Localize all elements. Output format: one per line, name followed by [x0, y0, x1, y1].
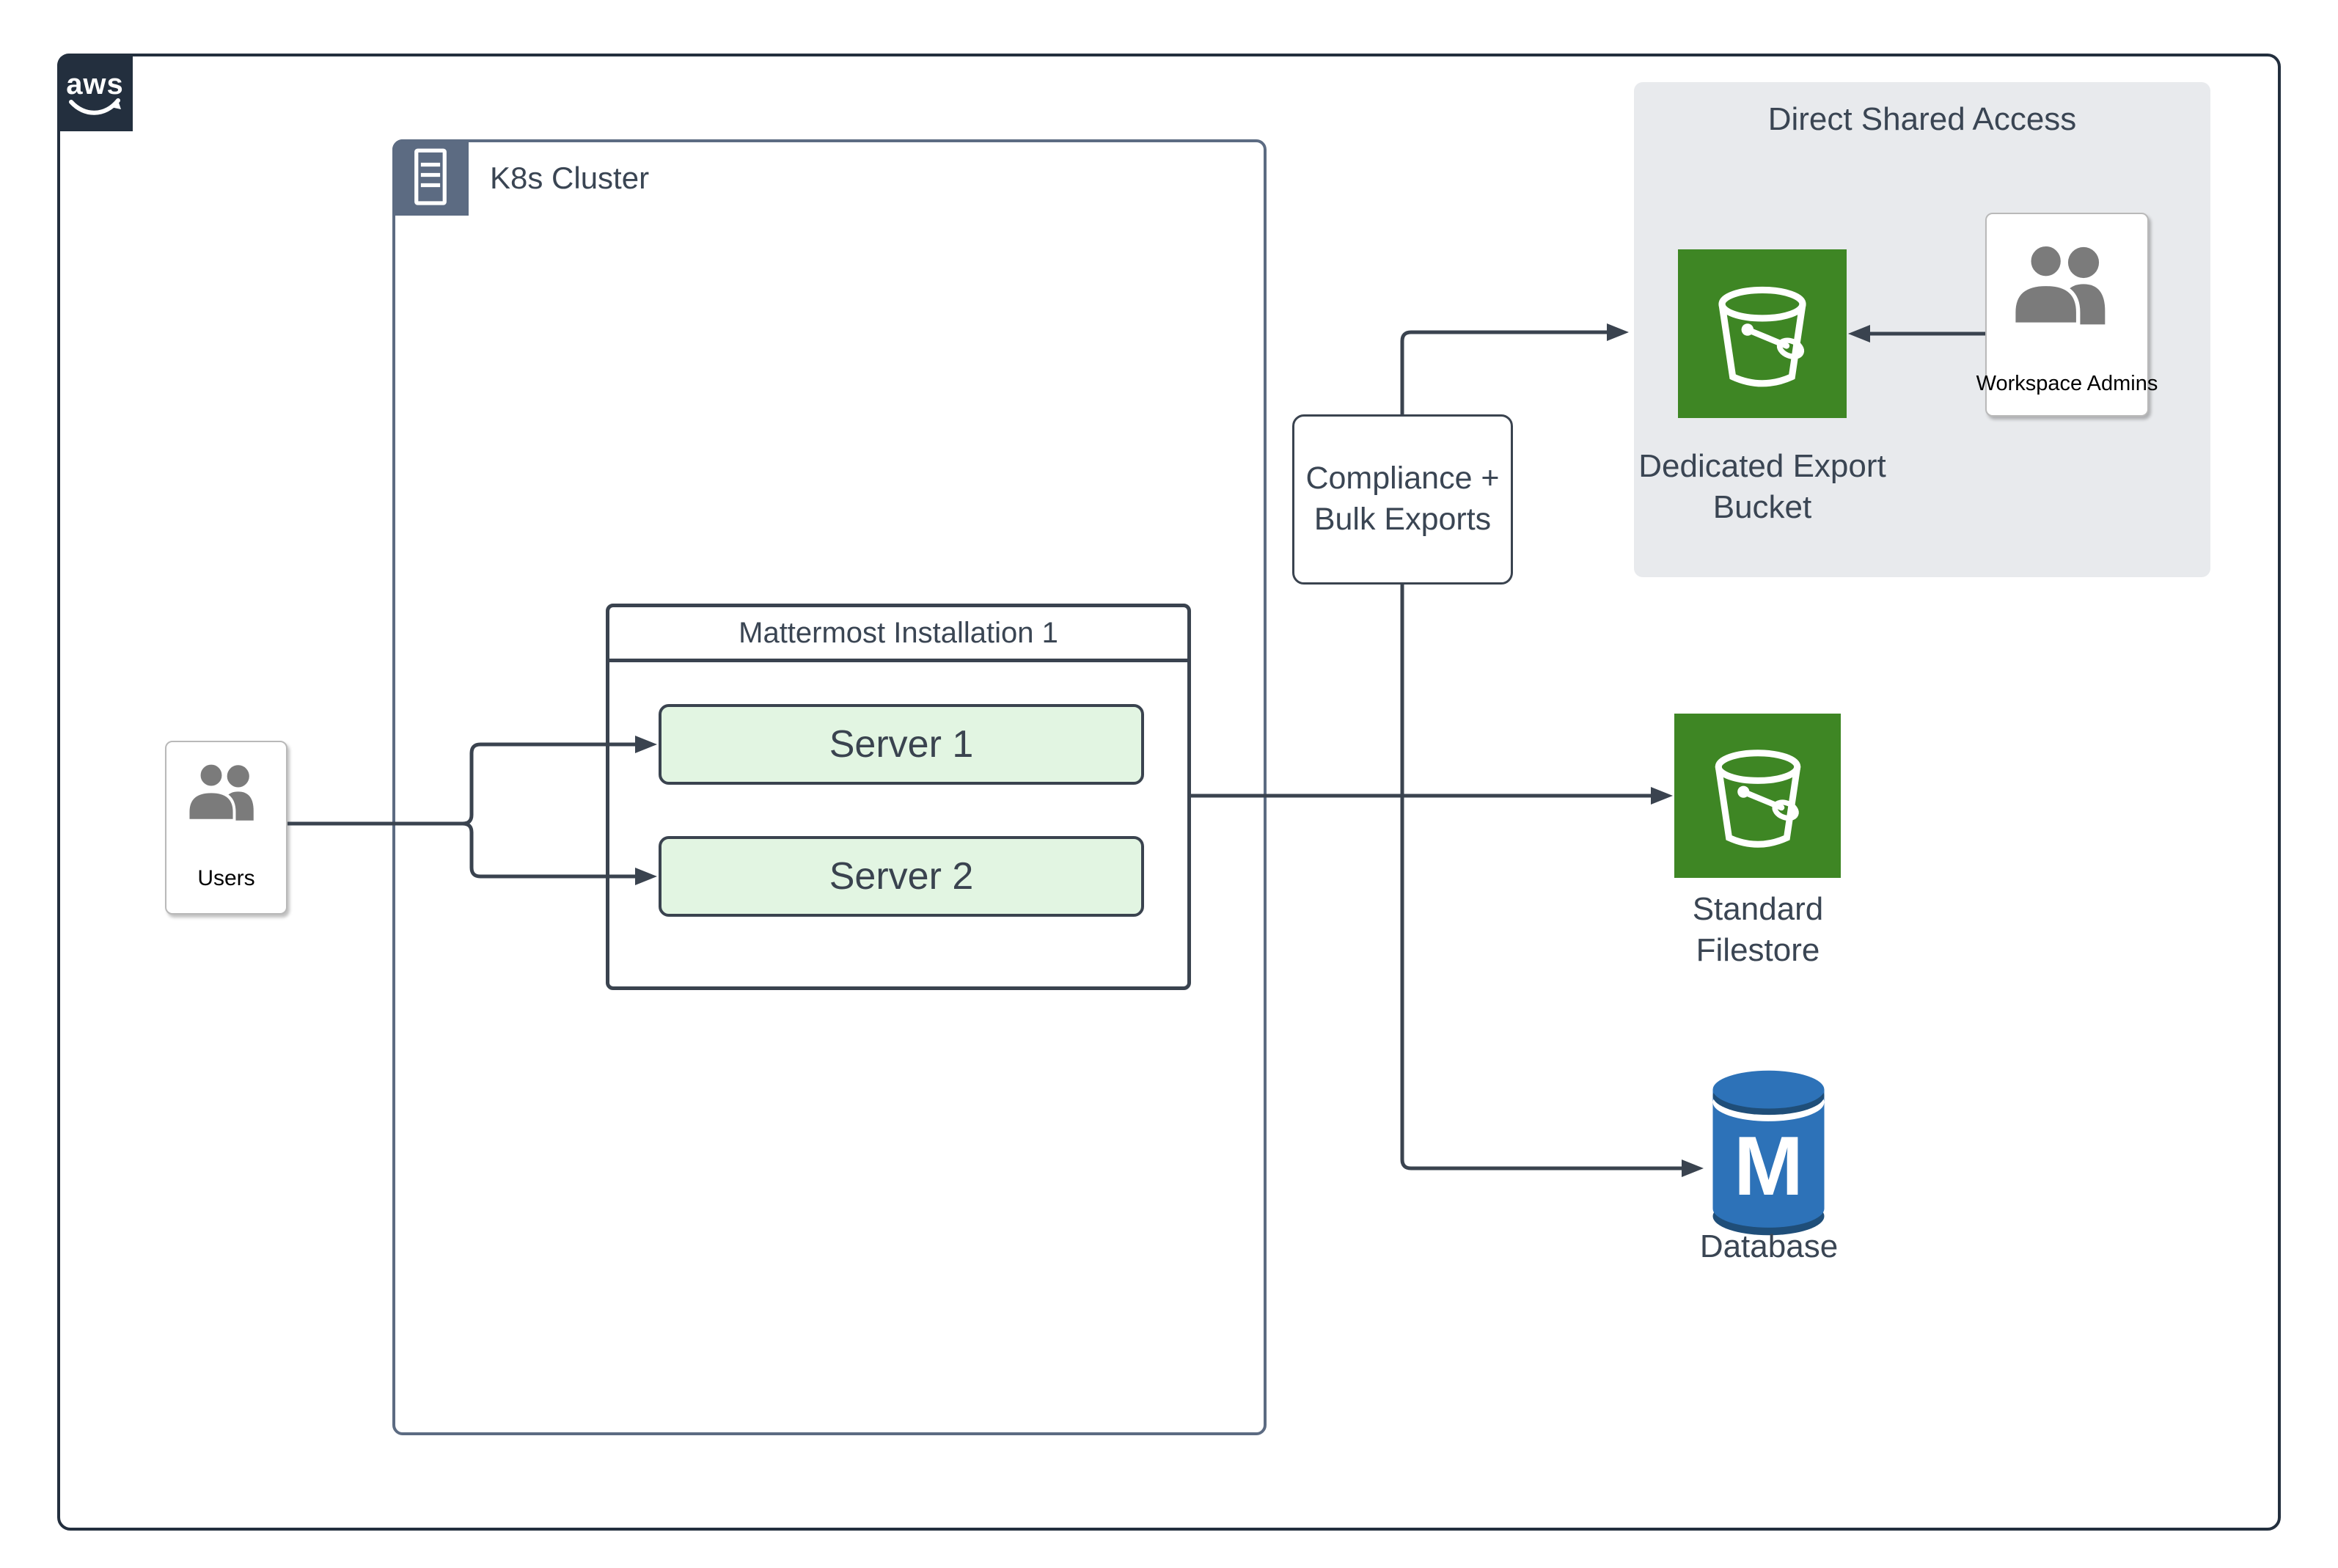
server-2-node: Server 2: [659, 836, 1144, 917]
workspace-admins-card: Workspace Admins: [1976, 213, 2158, 417]
compliance-label-line2: Bulk Exports: [1313, 502, 1492, 537]
workspace-admins-label: Workspace Admins: [1976, 372, 2158, 395]
aws-logo: aws: [57, 54, 133, 131]
k8s-cluster-label: K8s Cluster: [490, 161, 650, 195]
compliance-label-line1: Compliance +: [1305, 461, 1500, 497]
s3-bucket-icon: [1715, 750, 1800, 848]
dedicated-export-bucket-tile: [1678, 249, 1847, 418]
server-rack-icon: [414, 148, 447, 205]
database-label: Database: [1699, 1228, 1839, 1264]
server-1-node: Server 1: [659, 704, 1144, 785]
database-cylinder-icon: M: [1712, 1070, 1825, 1236]
aws-logo-text: aws: [66, 68, 124, 100]
database-monogram: M: [1734, 1120, 1803, 1213]
users-label: Users: [197, 866, 255, 890]
people-icon: [186, 763, 254, 822]
compliance-bulk-exports-box: Compliance + Bulk Exports: [1292, 414, 1513, 585]
users-card: Users: [165, 741, 287, 915]
mattermost-installation-title: Mattermost Installation 1: [609, 607, 1187, 662]
standard-filestore-tile: [1674, 714, 1841, 878]
direct-shared-access-title: Direct Shared Access: [1767, 101, 2077, 137]
s3-bucket-icon: [1718, 286, 1806, 387]
k8s-cluster-badge: [392, 139, 469, 216]
people-icon: [2011, 243, 2105, 327]
mattermost-installation-box: Mattermost Installation 1: [606, 604, 1191, 990]
standard-filestore-label: Standard Filestore: [1692, 891, 1824, 968]
aws-smile-icon: [68, 98, 121, 115]
dedicated-export-bucket-label: Dedicated Export Bucket: [1638, 448, 1886, 525]
aws-cloud-boundary: [57, 54, 2281, 1531]
